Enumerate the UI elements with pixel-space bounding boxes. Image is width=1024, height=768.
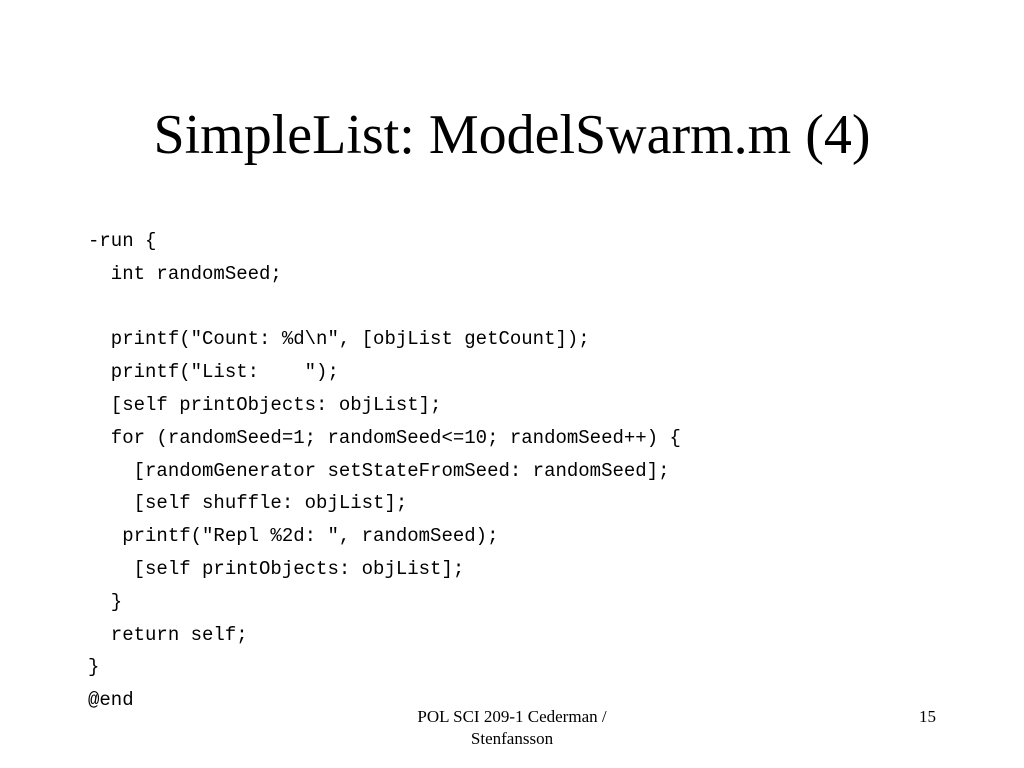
code-line: [randomGenerator setStateFromSeed: rando… bbox=[88, 459, 670, 482]
footer-course-line2: Stenfansson bbox=[470, 729, 554, 748]
footer-course-line1: POL SCI 209-1 Cederman / bbox=[417, 707, 607, 726]
code-line: printf("Repl %2d: ", randomSeed); bbox=[88, 525, 499, 548]
code-block: -run { int randomSeed; printf("Count: %d… bbox=[88, 225, 681, 717]
code-line: [self shuffle: objList]; bbox=[88, 492, 408, 515]
code-line: int randomSeed; bbox=[88, 262, 282, 285]
code-line: printf("List: "); bbox=[88, 361, 339, 384]
code-line: for (randomSeed=1; randomSeed<=10; rando… bbox=[88, 426, 681, 449]
page-number: 15 bbox=[919, 707, 936, 726]
code-line: [self printObjects: objList]; bbox=[88, 393, 442, 416]
slide-title: SimpleList: ModelSwarm.m (4) bbox=[153, 104, 871, 166]
code-line: return self; bbox=[88, 623, 248, 646]
code-line: -run { bbox=[88, 230, 157, 252]
code-line: } bbox=[88, 590, 123, 613]
footer-course: POL SCI 209-1 Cederman / Stenfansson bbox=[362, 706, 662, 750]
code-line: } bbox=[88, 656, 100, 679]
code-line: printf("Count: %d\n", [objList getCount]… bbox=[88, 328, 590, 351]
code-line bbox=[88, 291, 681, 324]
code-line: @end bbox=[88, 689, 134, 712]
code-line: [self printObjects: objList]; bbox=[88, 557, 465, 580]
